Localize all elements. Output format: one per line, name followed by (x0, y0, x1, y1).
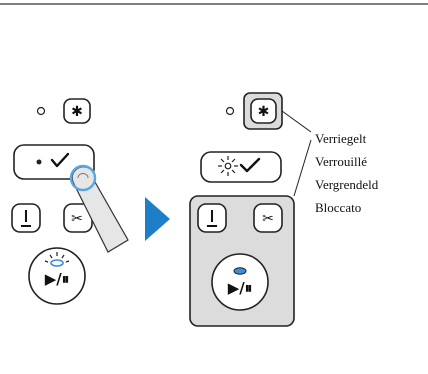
thread-cutter-icon: ✂ (71, 211, 83, 227)
bluetooth-key-highlighted[interactable]: ✱ (243, 92, 283, 130)
bluetooth-icon: ✱ (71, 104, 83, 120)
start-stop-icon: ▶/⏸ (228, 279, 253, 297)
checkmark-icon (50, 152, 70, 168)
thread-cutter-icon: ✂ (262, 211, 274, 227)
confirm-key[interactable] (200, 151, 282, 183)
blink-led (218, 156, 238, 176)
start-stop-key[interactable]: ▶/⏸ (28, 247, 86, 305)
led-blue (233, 267, 247, 275)
checkmark-icon (239, 157, 261, 173)
needle-icon (21, 210, 31, 227)
finger-press-icon (69, 164, 129, 253)
panel-after: ✱ (189, 92, 379, 327)
locked-keys-group: ✂ ▶/⏸ (189, 195, 295, 327)
label-locked-it: Bloccato (315, 200, 361, 215)
callout-lines (281, 110, 312, 197)
start-stop-key[interactable]: ▶/⏸ (211, 253, 269, 311)
needle-key[interactable] (11, 203, 41, 233)
start-stop-icon: ▶/⏸ (45, 270, 70, 288)
lock-state-labels: Verriegelt Verrouillé Vergrendeld Blocca… (315, 131, 379, 215)
thread-cutter-key[interactable]: ✂ (253, 203, 283, 233)
indicator-dot (36, 159, 42, 165)
label-locked-de: Verriegelt (315, 131, 367, 146)
bluetooth-icon: ✱ (258, 104, 270, 120)
needle-key[interactable] (197, 203, 227, 233)
status-led-off (225, 106, 235, 116)
bluetooth-key[interactable]: ✱ (63, 98, 91, 124)
label-locked-nl: Vergrendeld (315, 177, 379, 192)
label-locked-fr: Verrouillé (315, 154, 367, 169)
status-led-off (36, 106, 46, 116)
needle-icon (207, 210, 217, 227)
blink-led (44, 252, 70, 267)
right-arrow-icon (145, 197, 170, 241)
panel-before: ✱ ✂ (11, 98, 129, 305)
